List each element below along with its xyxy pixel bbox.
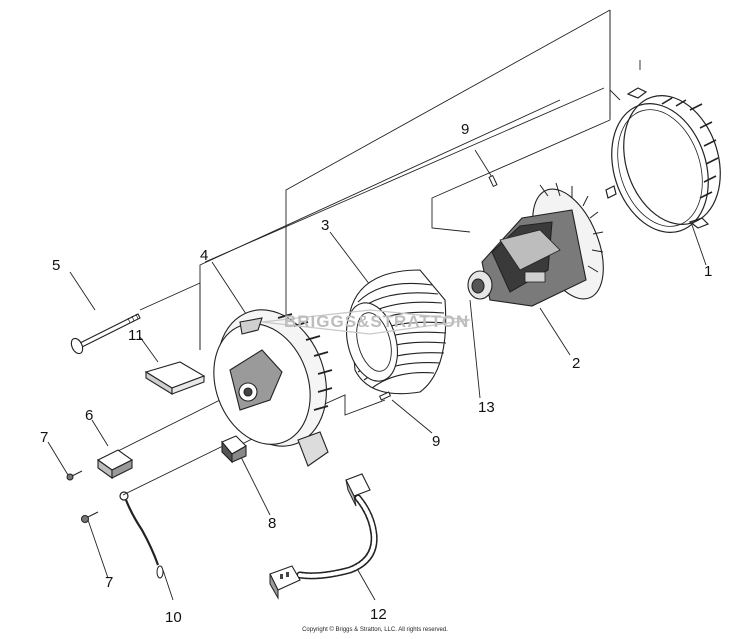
- callout-8: 8: [268, 515, 276, 532]
- callout-1: 1: [704, 263, 712, 280]
- callout-4: 4: [200, 247, 208, 264]
- diode-module: [221, 435, 247, 464]
- foam-pad: [144, 361, 206, 395]
- copyright-notice: Copyright © Briggs & Stratton, LLC. All …: [302, 627, 448, 633]
- callout-3: 3: [321, 217, 329, 234]
- through-bolt: [70, 313, 141, 355]
- end-bell-ring: [605, 87, 721, 233]
- callout-9-upper: 9: [461, 121, 469, 138]
- callout-6: 6: [85, 407, 93, 424]
- rotor: [467, 182, 604, 307]
- brush-holder: [96, 449, 134, 480]
- screw-lower: [81, 511, 99, 523]
- callout-7-upper: 7: [40, 429, 48, 446]
- brand-watermark: BRIGGS&STRATTON: [261, 309, 471, 335]
- watermark-text: BRIGGS&STRATTON: [284, 312, 469, 331]
- dowel-pin-upper: [488, 174, 498, 188]
- callout-2: 2: [572, 355, 580, 372]
- callout-11: 11: [128, 327, 144, 344]
- callout-labels: 1 2 3 4 5 6 7 7 8 9 9 10 11 12 13: [40, 121, 712, 626]
- front-end-bell: [213, 309, 333, 467]
- callout-5: 5: [52, 257, 60, 274]
- callout-10: 10: [165, 609, 182, 626]
- stator: [346, 269, 447, 395]
- callout-12: 12: [370, 606, 387, 623]
- ground-wire: [119, 491, 164, 579]
- wiring-harness: [269, 473, 378, 600]
- callout-9-lower: 9: [432, 433, 440, 450]
- screw-upper: [66, 470, 83, 481]
- dowel-pin-lower: [378, 391, 392, 401]
- callout-13: 13: [478, 399, 495, 416]
- callout-7-lower: 7: [105, 574, 113, 591]
